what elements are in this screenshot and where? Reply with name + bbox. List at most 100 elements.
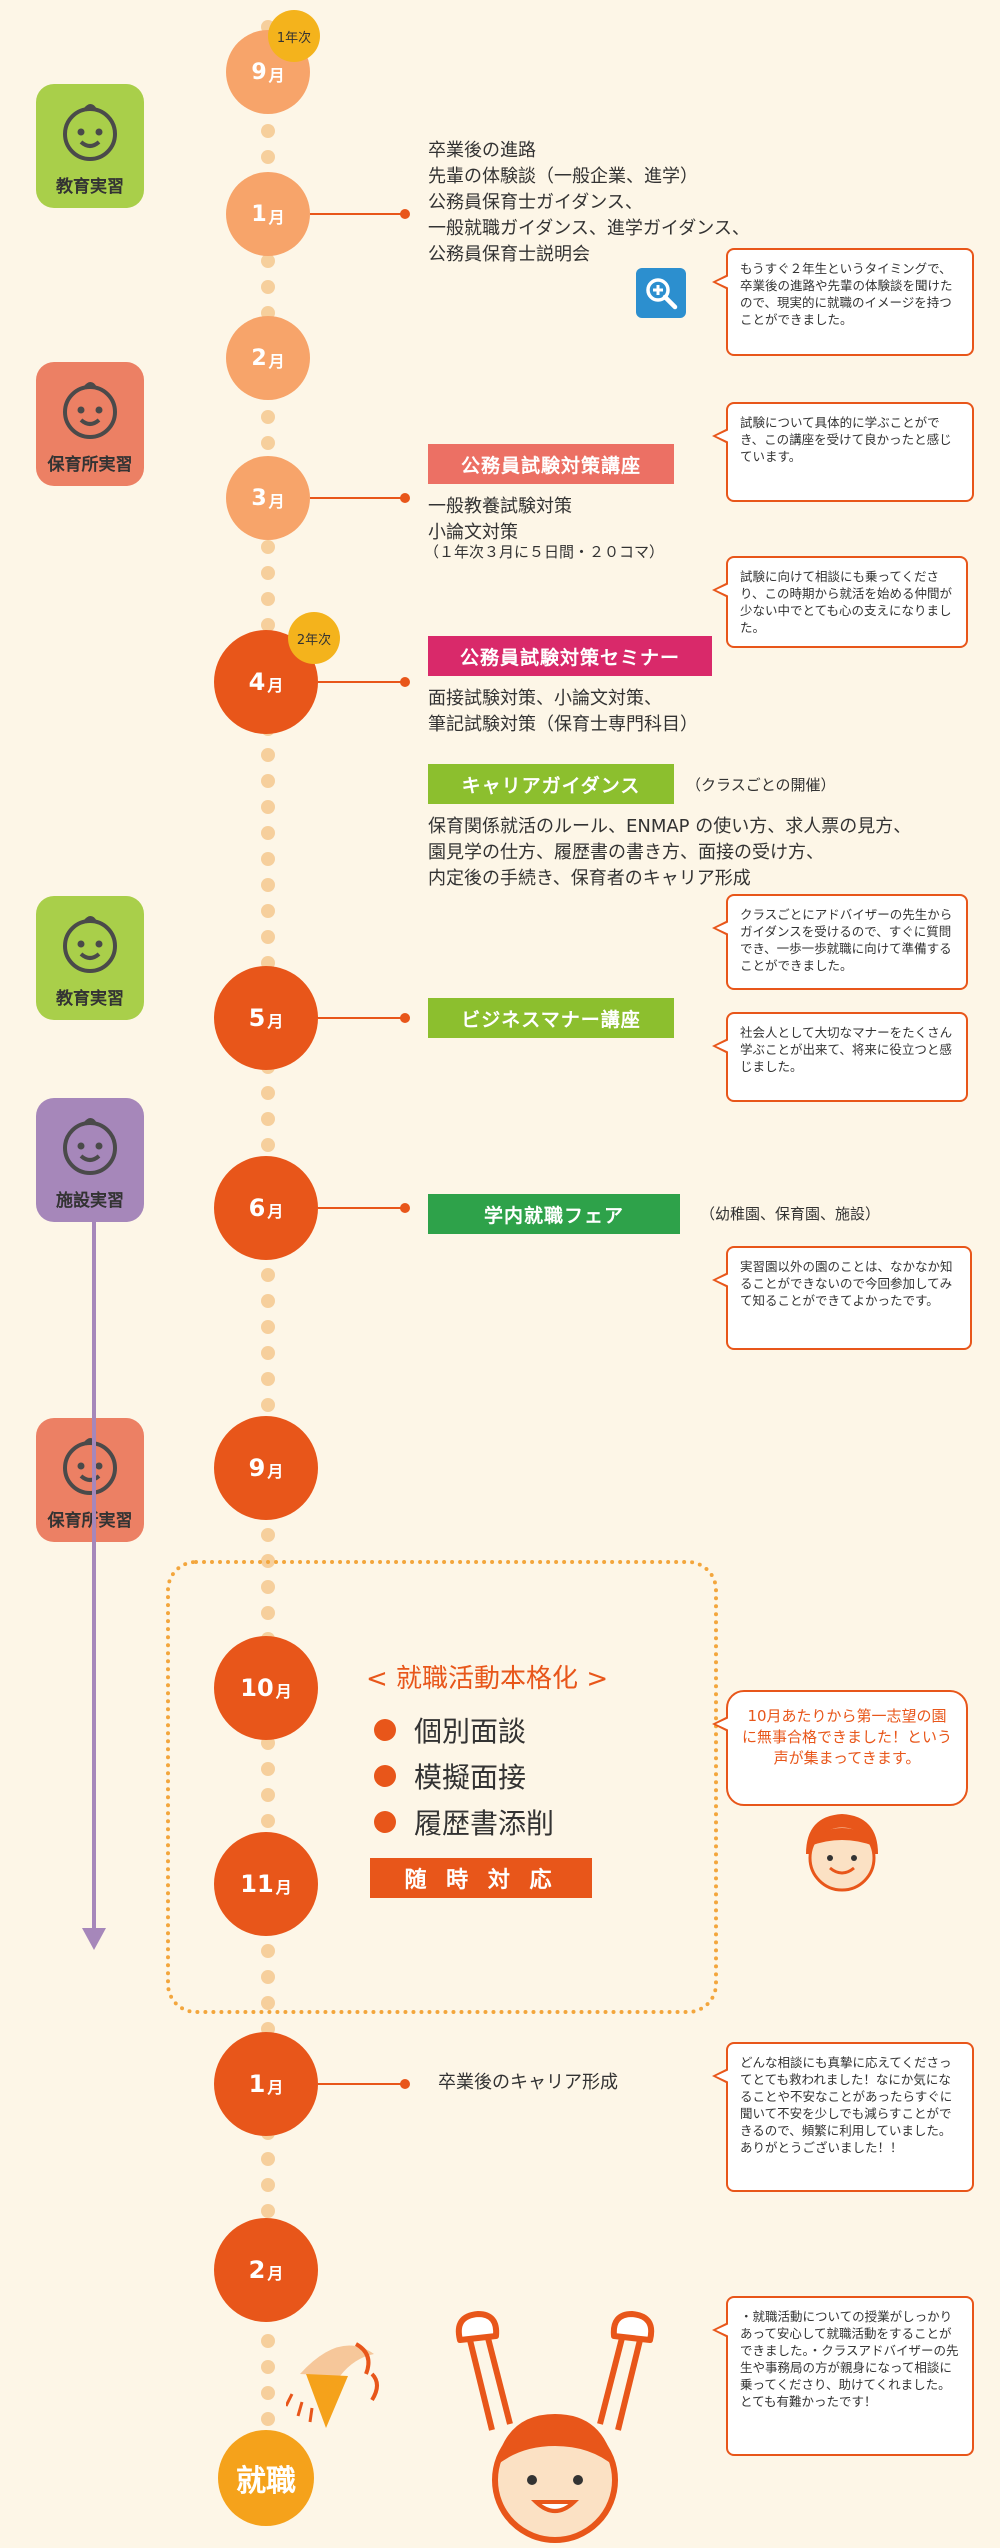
job-item-label: 模擬面接 xyxy=(414,1761,527,1794)
month-unit: 月 xyxy=(275,1682,292,1701)
month-number: 11 xyxy=(240,1870,274,1898)
month-number: 1 xyxy=(248,2070,266,2098)
timeline-dot xyxy=(261,1346,275,1360)
timeline-dot xyxy=(261,800,275,814)
timeline-dot xyxy=(261,1944,275,1958)
practicum-facility: 施設実習 xyxy=(36,1098,144,1222)
connector-may-y2 xyxy=(318,1013,410,1023)
event-line: 公務員保育士説明会 xyxy=(428,244,590,265)
event-line: 先輩の体験談（一般企業、進学） xyxy=(428,166,698,187)
celebrating-child-icon xyxy=(455,2311,655,2543)
comment-bubble-7: 10月あたりから第一志望の園に無事合格できました！という声が集まってきます。 xyxy=(712,1690,968,1806)
practicum-label: 施設実習 xyxy=(56,1191,124,1211)
comment-bubble-4: クラスごとにアドバイザーの先生からガイダンスを受けるので、すぐに質問でき、一歩一… xyxy=(712,894,968,990)
timeline-dot xyxy=(261,540,275,554)
bar-civil-exam-course: 公務員試験対策講座 xyxy=(428,444,674,484)
event-line: 一般就職ガイダンス、進学ガイダンス、 xyxy=(428,218,750,239)
month-unit: 月 xyxy=(268,492,285,511)
timeline-dot xyxy=(261,852,275,866)
event-line: 園見学の仕方、履歴書の書き方、面接の受け方、 xyxy=(428,842,824,863)
timeline-dot xyxy=(261,1996,275,2010)
year-badge-2: 2年次 xyxy=(288,612,340,664)
timeline-dot xyxy=(261,2360,275,2374)
practicum-label: 教育実習 xyxy=(56,989,124,1009)
bullet-dot-icon xyxy=(374,1719,396,1741)
comment-bubble-1: もうすぐ２年生というタイミングで、卒業後の進路や先輩の体験談を聞けたので、現実的… xyxy=(712,248,974,356)
mar-y1-note: （１年次３月に５日間・２０コマ） xyxy=(424,543,665,561)
month-number: 1 xyxy=(251,201,267,227)
timeline-dot xyxy=(261,280,275,294)
job-item-resume: 履歴書添削 xyxy=(374,1802,554,1842)
timeline-dot xyxy=(261,1762,275,1776)
practicum-nursery-1: 保育所実習 xyxy=(36,362,144,486)
timeline-dot xyxy=(261,774,275,788)
month-unit: 月 xyxy=(267,1012,284,1031)
month-number: 10 xyxy=(240,1674,274,1702)
comment-bubble-6: 実習園以外の園のことは、なかなか知ることができないので今回参加してみて知ることが… xyxy=(712,1246,972,1350)
timeline-dot xyxy=(261,1580,275,1594)
event-line: 面接試験対策、小論文対策、 xyxy=(428,688,662,709)
timeline-dot xyxy=(261,1086,275,1100)
event-line: 公務員保育士ガイダンス、 xyxy=(428,192,643,213)
job-item-mock: 模擬面接 xyxy=(374,1756,526,1796)
event-line: 小論文対策 xyxy=(428,522,518,543)
baby-face-icon xyxy=(63,916,117,973)
timeline-dot xyxy=(261,410,275,424)
comment-bubble-8: どんな相談にも真摯に応えてくださってとても救われました！なにか気になることや不安… xyxy=(712,2042,974,2192)
timeline-dot xyxy=(261,2334,275,2348)
bar-business-manners: ビジネスマナー講座 xyxy=(428,998,674,1038)
baby-face-icon xyxy=(63,1438,117,1495)
timeline-dot xyxy=(261,2204,275,2218)
job-item-label: 個別面談 xyxy=(414,1715,527,1748)
timeline-dot xyxy=(261,1112,275,1126)
bar-civil-exam-seminar: 公務員試験対策セミナー xyxy=(428,636,712,676)
mar-y1-events: 一般教養試験対策 小論文対策 xyxy=(428,494,572,546)
practicum-label: 教育実習 xyxy=(56,177,124,197)
job-item-label: 履歴書添削 xyxy=(414,1807,555,1840)
baby-face-icon xyxy=(63,104,117,161)
baby-face-icon xyxy=(63,1118,117,1175)
month-unit: 月 xyxy=(275,1878,292,1897)
job-hunting-box xyxy=(166,1560,718,2014)
zoom-in-icon[interactable] xyxy=(636,268,686,318)
month-number: 4 xyxy=(248,668,266,696)
month-unit: 月 xyxy=(267,676,284,695)
smiling-child-icon xyxy=(806,1814,878,1892)
party-popper-icon xyxy=(286,2342,379,2428)
bullet-dot-icon xyxy=(374,1811,396,1833)
timeline-dot xyxy=(261,124,275,138)
connector-jan-y1 xyxy=(310,209,410,219)
timeline-dot xyxy=(261,1320,275,1334)
job-fair-note: （幼稚園、保育園、施設） xyxy=(700,1205,881,1223)
career-events: 保育関係就活のルール、ENMAP の使い方、求人票の見方、 園見学の仕方、履歴書… xyxy=(428,814,911,892)
timeline-dot xyxy=(261,1268,275,1282)
month-number: 9 xyxy=(251,59,267,85)
comment-bubble-2: 試験について具体的に学ぶことができ、この講座を受けて良かったと感じています。 xyxy=(712,402,974,502)
timeline-dot xyxy=(261,2386,275,2400)
practicum-label: 保育所実習 xyxy=(47,455,133,475)
timeline-dot xyxy=(261,566,275,580)
practicum-education-2: 教育実習 xyxy=(36,896,144,1020)
month-unit: 月 xyxy=(267,2264,284,2283)
timeline-dot xyxy=(261,1814,275,1828)
month-number: 2 xyxy=(248,2256,266,2284)
comment-bubble-9: ・就職活動についての授業がしっかりあって安心して就職活動をすることができました。… xyxy=(712,2296,974,2456)
job-hunting-title: < 就職活動本格化 > xyxy=(366,1664,609,1694)
timeline-dot xyxy=(261,2178,275,2192)
event-line: 筆記試験対策（保育士専門科目） xyxy=(428,714,698,735)
timeline-dot xyxy=(261,1294,275,1308)
connector-jun-y2 xyxy=(318,1203,410,1213)
timeline-dot xyxy=(261,1398,275,1412)
month-number: 2 xyxy=(251,345,267,371)
timeline-dot xyxy=(261,1970,275,1984)
jan-y1-events: 卒業後の進路 先輩の体験談（一般企業、進学） 公務員保育士ガイダンス、 一般就職… xyxy=(428,138,750,268)
timeline-dot xyxy=(261,930,275,944)
